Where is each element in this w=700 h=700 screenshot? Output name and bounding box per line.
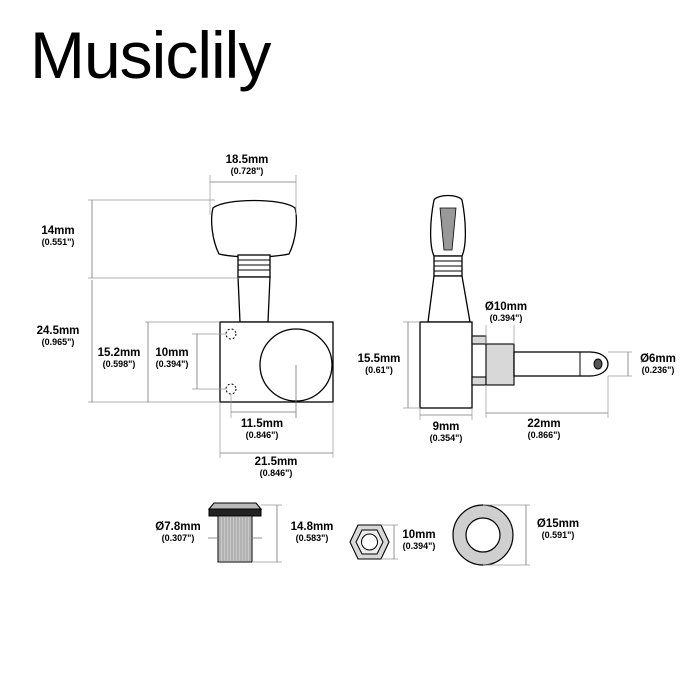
dim-side-housing-height: 15.5mm xyxy=(358,353,401,365)
dim-knob-width: 18.5mm xyxy=(226,154,269,166)
dim-body-height: 24.5mm xyxy=(37,325,80,337)
dim-post-diameter: Ø6mm xyxy=(640,353,676,365)
dim-housing-width-inch: (0.846") xyxy=(260,468,293,478)
dim-post-length-inch: (0.866") xyxy=(528,430,561,440)
dim-bushing-height: 14.8mm xyxy=(291,521,334,533)
dim-washer-diameter-inch: (0.591") xyxy=(542,530,575,540)
dim-post-base-diameter: Ø10mm xyxy=(485,301,527,313)
dim-bushing-height-inch: (0.583") xyxy=(296,533,329,543)
dim-housing-height: 15.2mm xyxy=(98,347,141,359)
dim-housing-height-inch: (0.598") xyxy=(103,359,136,369)
dim-screw-to-post-inch: (0.846") xyxy=(246,430,279,440)
post-base xyxy=(485,343,515,386)
dim-washer-diameter: Ø15mm xyxy=(537,518,579,530)
dim-knob-height: 14mm xyxy=(41,225,74,237)
string-post xyxy=(513,351,609,377)
washer-part: Ø15mm (0.591") xyxy=(452,504,579,566)
post-hole xyxy=(593,358,603,370)
bushing-rim xyxy=(208,508,262,517)
dim-bushing-diameter: Ø7.8mm xyxy=(155,521,200,533)
dim-knob-width-inch: (0.728") xyxy=(231,166,264,176)
hex-nut-part: 10mm (0.394") xyxy=(349,524,436,560)
dim-body-height-inch: (0.965") xyxy=(42,337,75,347)
bushing-flange xyxy=(207,502,263,510)
screw-hole xyxy=(225,383,237,395)
dim-screw-to-post: 11.5mm xyxy=(241,418,283,430)
dim-housing-depth: 9mm xyxy=(433,421,460,433)
tuner-shaft xyxy=(237,276,271,323)
dim-knob-height-inch: (0.551") xyxy=(42,237,75,247)
dim-nut-size: 10mm xyxy=(402,529,435,541)
screw-hole xyxy=(225,328,237,340)
dim-screw-spacing: 10mm xyxy=(155,347,188,359)
mount-pin xyxy=(471,335,487,345)
side-view-tuner: Ø10mm (0.394") 15.5mm (0.61") Ø6mm (0.23… xyxy=(358,194,676,443)
dim-nut-size-inch: (0.394") xyxy=(403,541,436,551)
mount-pin xyxy=(471,376,487,386)
shaft-side xyxy=(427,275,471,323)
dim-screw-spacing-inch: (0.394") xyxy=(156,359,189,369)
dim-bushing-diameter-inch: (0.307") xyxy=(162,533,195,543)
knob-neck xyxy=(237,254,271,278)
brand-title: Musiclily xyxy=(30,18,271,92)
tuner-knob xyxy=(211,199,297,258)
dim-housing-depth-inch: (0.354") xyxy=(430,433,463,443)
bushing-part: Ø7.8mm (0.307") 14.8mm (0.583") xyxy=(155,502,334,563)
dim-post-diameter-inch: (0.236") xyxy=(642,365,675,375)
dim-side-housing-height-inch: (0.61") xyxy=(365,365,393,375)
dim-housing-width: 21.5mm xyxy=(255,456,298,468)
front-view-tuner: 18.5mm (0.728") 14mm (0.551") 24.5mm (0.… xyxy=(37,154,334,478)
dim-post-length: 22mm xyxy=(527,418,560,430)
housing-side xyxy=(419,321,473,409)
dim-post-base-diameter-inch: (0.394") xyxy=(490,313,523,323)
